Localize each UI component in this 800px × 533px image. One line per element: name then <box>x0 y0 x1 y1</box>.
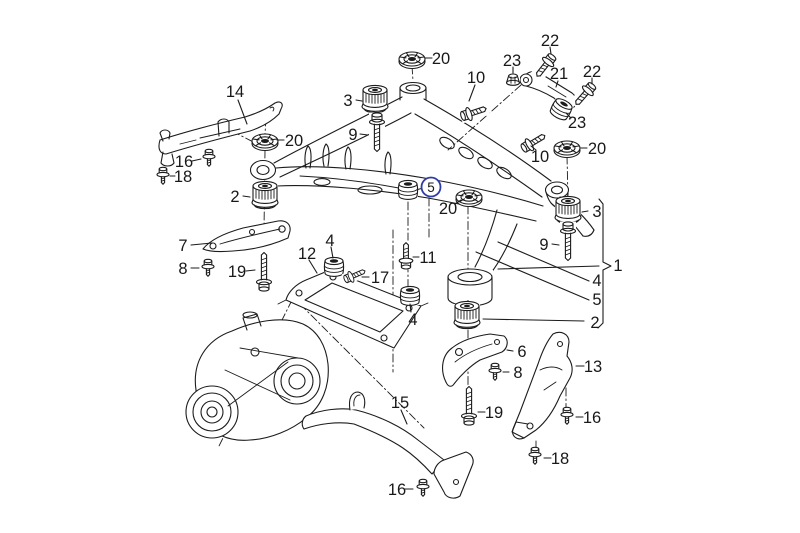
callout-6[interactable]: 6 <box>517 343 526 361</box>
washer-20-left <box>251 133 279 152</box>
callout-20-left[interactable]: 20 <box>285 132 303 150</box>
screw-16-bottom <box>415 478 431 499</box>
screw-8-left <box>200 258 216 279</box>
bushing-2-left <box>251 180 279 210</box>
differential-drawing <box>185 311 329 441</box>
callout-23-top[interactable]: 23 <box>503 52 521 70</box>
leader-lines <box>169 46 612 490</box>
washer-20-top <box>398 51 426 70</box>
bolt-19-left <box>255 250 273 293</box>
callout-4-b[interactable]: 4 <box>408 311 417 329</box>
bushing-3-right <box>554 195 582 225</box>
callout-labels: 14 20 16 18 2 7 8 19 12 4 17 11 4 20 20 … <box>174 32 623 499</box>
bolt-9-right <box>559 220 577 263</box>
callout-20-right[interactable]: 20 <box>588 140 606 158</box>
screw-18-right <box>527 446 543 467</box>
nut-23-top <box>505 73 521 86</box>
callout-5-highlighted[interactable]: 5 <box>420 176 442 198</box>
bolt-11 <box>398 239 414 271</box>
callout-4-right[interactable]: 4 <box>592 272 601 290</box>
callout-11[interactable]: 11 <box>419 249 436 267</box>
screw-18-left <box>155 166 171 187</box>
callout-18-right[interactable]: 18 <box>551 450 569 468</box>
bushing-4-a <box>323 256 345 277</box>
callout-23-b[interactable]: 23 <box>568 114 586 132</box>
support-bracket-drawing <box>442 333 508 387</box>
callout-16-left[interactable]: 16 <box>175 153 193 171</box>
callout-3-right[interactable]: 3 <box>592 203 601 221</box>
callout-3-left[interactable]: 3 <box>343 92 352 110</box>
callout-20-top[interactable]: 20 <box>432 50 450 68</box>
callout-13[interactable]: 13 <box>584 358 602 376</box>
callout-19-right[interactable]: 19 <box>485 404 503 422</box>
stay-bracket-drawing <box>301 391 474 499</box>
callout-5-right[interactable]: 5 <box>592 291 601 309</box>
callout-22-b[interactable]: 22 <box>583 63 601 81</box>
bushing-2-right <box>453 300 481 330</box>
screw-16-right <box>559 406 575 427</box>
screw-16-left <box>201 148 217 169</box>
tie-bracket-drawing <box>277 269 429 349</box>
callout-8-left[interactable]: 8 <box>178 260 187 278</box>
callout-16-right[interactable]: 16 <box>583 409 601 427</box>
washer-20-mid <box>455 189 483 208</box>
callout-8-right[interactable]: 8 <box>513 364 522 382</box>
bolt-19-right <box>460 384 478 427</box>
trailing-arm-left-drawing <box>158 101 283 167</box>
bracket-right-drawing <box>511 331 573 440</box>
subframe-drawing <box>249 81 595 307</box>
bracket-left-drawing <box>202 220 291 253</box>
callout-14[interactable]: 14 <box>226 83 244 101</box>
callout-1[interactable]: 1 <box>613 257 622 275</box>
bushing-3-left <box>361 84 389 114</box>
callout-12[interactable]: 12 <box>298 245 316 263</box>
callout-16-bottom[interactable]: 16 <box>388 481 406 499</box>
callout-10-top[interactable]: 10 <box>467 69 485 87</box>
callout-18-left[interactable]: 18 <box>174 168 192 186</box>
callout-10-b[interactable]: 10 <box>531 148 549 166</box>
highlight-ring <box>420 176 442 198</box>
callout-7[interactable]: 7 <box>178 237 187 255</box>
callout-20-mid[interactable]: 20 <box>439 200 457 218</box>
callout-21[interactable]: 21 <box>550 65 568 83</box>
bushing-5 <box>397 179 419 200</box>
callout-2-right[interactable]: 2 <box>590 314 599 332</box>
washer-20-right <box>553 140 581 159</box>
callout-9-right[interactable]: 9 <box>539 236 548 254</box>
bushing-4-b <box>399 285 421 306</box>
callout-17[interactable]: 17 <box>371 269 389 287</box>
bolt-10-a <box>457 100 491 124</box>
bolt-9-left <box>368 111 386 154</box>
callout-2-left[interactable]: 2 <box>230 188 239 206</box>
callout-19-left[interactable]: 19 <box>228 263 246 281</box>
callout-9-left[interactable]: 9 <box>348 126 357 144</box>
callout-22-a[interactable]: 22 <box>541 32 559 50</box>
screw-8-right <box>487 362 503 383</box>
callout-4-a[interactable]: 4 <box>325 232 334 250</box>
highlighted-callout-number: 5 <box>427 180 435 195</box>
callout-15[interactable]: 15 <box>391 394 409 412</box>
